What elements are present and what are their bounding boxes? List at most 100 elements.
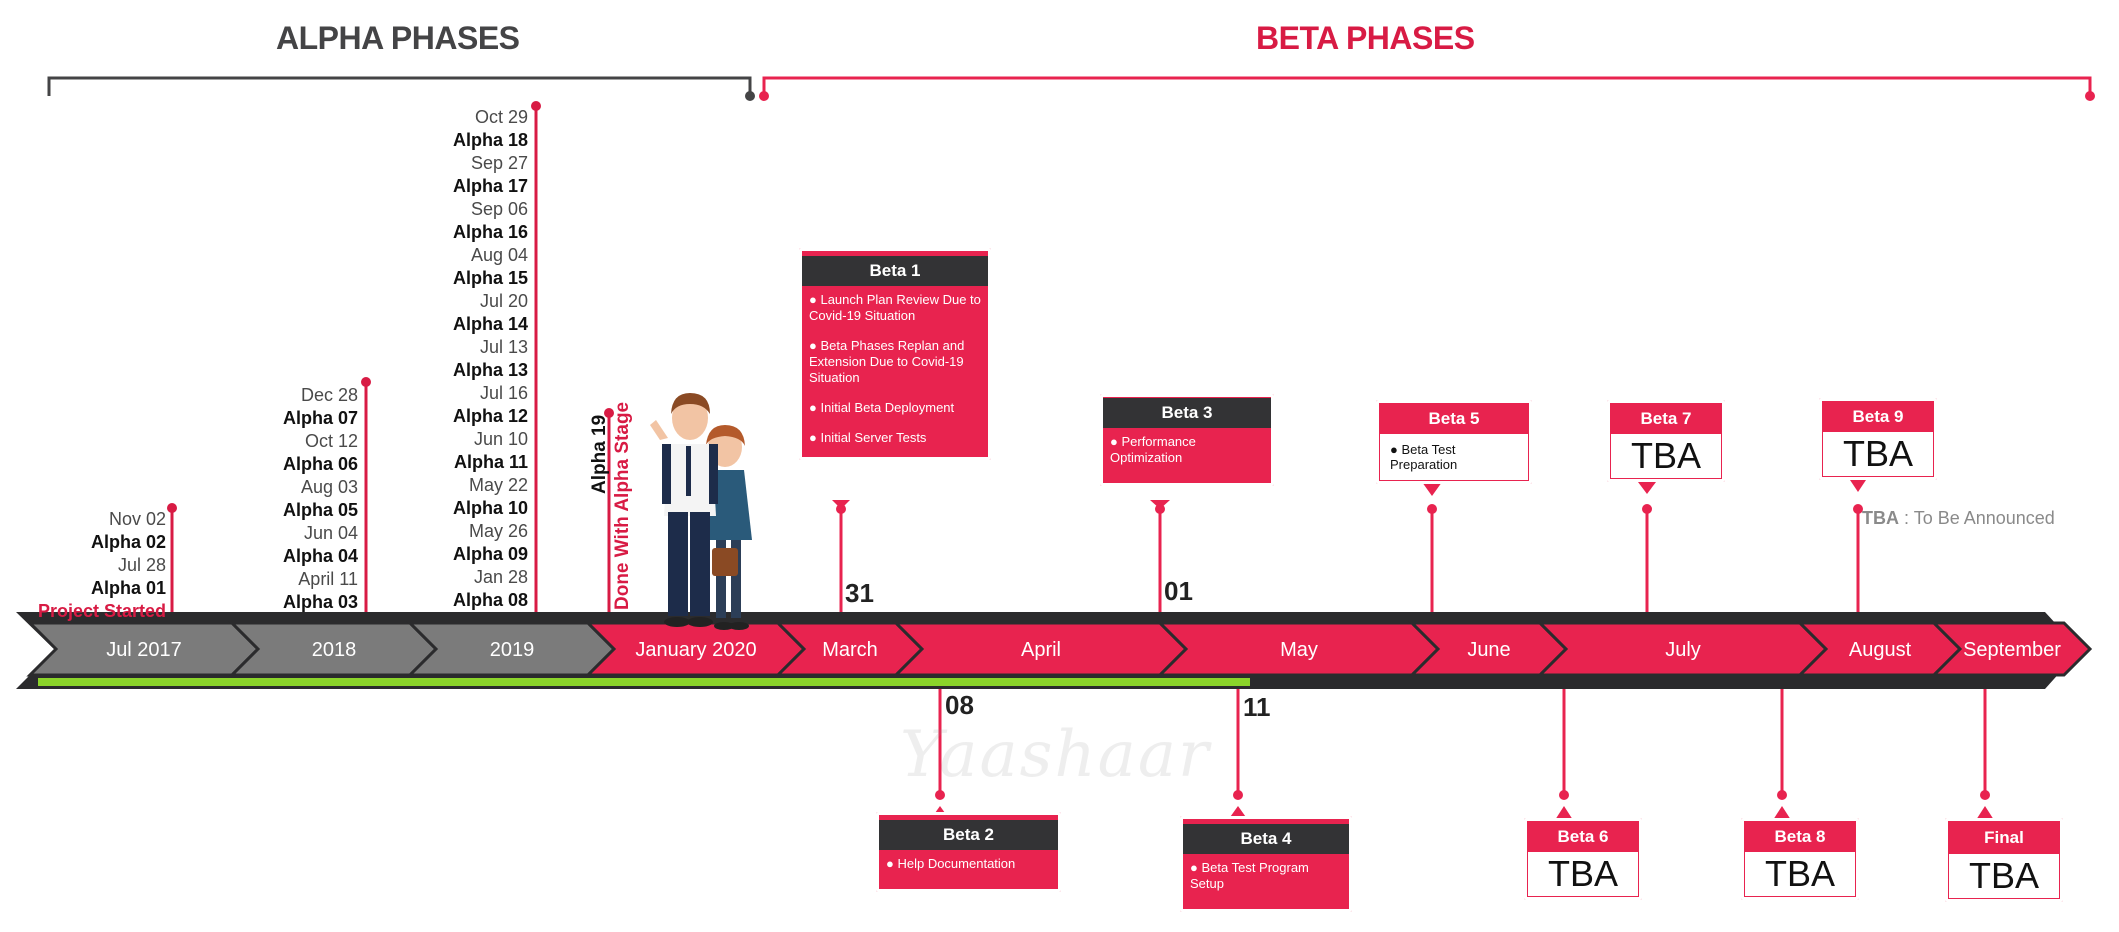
alpha-date: Aug 03 xyxy=(300,477,358,497)
alpha-date: April 11 xyxy=(298,569,358,589)
alpha-label: Alpha 01 xyxy=(90,578,166,598)
alpha-label: Alpha 03 xyxy=(282,592,358,612)
alpha-label: Alpha 10 xyxy=(452,498,528,518)
tba-legend-abbr: TBA xyxy=(1862,508,1899,528)
alpha-date: Dec 28 xyxy=(300,385,358,405)
beta6-card: Beta 6 TBA xyxy=(1524,818,1642,900)
timeline-segment-label: June xyxy=(1467,639,1510,661)
beta9-value: TBA xyxy=(1823,432,1933,476)
beta-bracket xyxy=(762,76,2092,96)
alpha-phases-title: ALPHA PHASES xyxy=(276,20,520,56)
beta-bracket-dot-right xyxy=(2085,91,2095,101)
timeline-segment-label: 2019 xyxy=(490,639,535,661)
project-started-label: Project Started xyxy=(37,601,166,621)
beta2-title: Beta 2 xyxy=(879,820,1058,850)
alpha-date: Jul 13 xyxy=(479,337,528,357)
timeline-segment-label: July xyxy=(1665,639,1701,661)
timeline-segment-label: 2018 xyxy=(312,639,357,661)
alpha-label: Alpha 02 xyxy=(90,532,166,552)
alpha-bracket xyxy=(47,76,752,96)
alpha-date: Oct 12 xyxy=(304,431,358,451)
alpha-label: Alpha 13 xyxy=(452,360,528,380)
alpha-date: May 26 xyxy=(468,521,528,541)
alpha-label: Alpha 11 xyxy=(453,452,528,472)
beta5-body: ● Beta Test Preparation xyxy=(1380,434,1528,480)
alpha-date: Oct 29 xyxy=(474,107,528,127)
beta1-item: ● Initial Server Tests xyxy=(809,430,927,445)
beta4-card: Beta 4 ● Beta Test Program Setup xyxy=(1180,816,1352,912)
tba-legend: TBA : To Be Announced xyxy=(1862,508,2055,529)
beta3-card: Beta 3 ● Performance Optimization xyxy=(1100,394,1274,486)
progress-bar xyxy=(38,678,1250,686)
tba-legend-text: : To Be Announced xyxy=(1904,508,2055,528)
beta-bracket-dot-left xyxy=(759,91,769,101)
timeline-segment-label: Jul 2017 xyxy=(106,639,182,661)
day-number-01: 01 xyxy=(1164,576,1193,606)
alpha-label: Alpha 14 xyxy=(452,314,528,334)
beta7-title: Beta 7 xyxy=(1611,404,1721,434)
beta5-item: Beta Test Preparation xyxy=(1390,442,1458,472)
timeline-segments: Jul 2017 2018 2019 January 2020 March April Ma… xyxy=(26,621,2093,677)
alpha-stem-dot-3 xyxy=(531,101,541,111)
alpha-label: Alpha 05 xyxy=(282,500,358,520)
alpha-label: Alpha 17 xyxy=(452,176,528,196)
alpha-label: Alpha 07 xyxy=(282,408,358,428)
alpha-group-2017: Nov 02 Alpha 02 Jul 28 Alpha 01 Project … xyxy=(0,508,166,623)
beta-phases-title: BETA PHASES xyxy=(1256,20,1475,56)
business-people-illustration xyxy=(650,393,752,630)
beta1-title: Beta 1 xyxy=(802,256,988,286)
final-card: Final TBA xyxy=(1945,818,2063,902)
timeline-segment-label: January 2020 xyxy=(635,639,756,661)
beta4-item: ● Beta Test Program Setup xyxy=(1190,860,1309,891)
alpha-date: Jan 28 xyxy=(473,567,528,587)
beta7-card: Beta 7 TBA xyxy=(1607,400,1725,482)
alpha-stem-dot-2 xyxy=(361,377,371,387)
beta2-item: ● Help Documentation xyxy=(886,856,1016,871)
beta8-title: Beta 8 xyxy=(1745,822,1855,852)
beta2-card: Beta 2 ● Help Documentation xyxy=(876,812,1061,892)
beta1-item: ● Beta Phases Replan and Extension Due t… xyxy=(809,338,965,385)
final-value: TBA xyxy=(1949,854,2059,898)
beta5-card: Beta 5 ● Beta Test Preparation xyxy=(1376,400,1532,484)
timeline-segment-label: April xyxy=(1021,639,1061,661)
alpha-label: Alpha 06 xyxy=(282,454,358,474)
alpha-date: Jul 28 xyxy=(117,555,166,575)
timeline-segment-label: September xyxy=(1963,639,2061,661)
beta5-title: Beta 5 xyxy=(1380,404,1528,434)
alpha-stem-dot-1 xyxy=(167,503,177,513)
alpha-label: Alpha 08 xyxy=(452,590,528,610)
beta1-card: Beta 1 ● Launch Plan Review Due to Covid… xyxy=(799,248,991,460)
alpha-label: Alpha 09 xyxy=(452,544,528,564)
beta1-item: ● Initial Beta Deployment xyxy=(809,400,955,415)
timeline-segment-label: March xyxy=(822,639,878,661)
alpha-label: Alpha 04 xyxy=(282,546,358,566)
alpha-label: Alpha 18 xyxy=(452,130,528,150)
beta8-value: TBA xyxy=(1745,852,1855,896)
alpha-date: Jul 16 xyxy=(479,383,528,403)
timeline-segment-label: May xyxy=(1280,639,1318,661)
beta4-title: Beta 4 xyxy=(1183,824,1349,854)
watermark: Yaashaar xyxy=(900,718,1211,792)
beta3-item: ● Performance Optimization xyxy=(1110,434,1196,465)
beta6-value: TBA xyxy=(1528,852,1638,896)
final-title: Final xyxy=(1949,822,2059,854)
alpha19-label: Alpha 19 xyxy=(589,414,610,494)
alpha-label: Alpha 12 xyxy=(452,406,528,426)
alpha-bracket-dot xyxy=(745,91,755,101)
alpha-date: Sep 27 xyxy=(470,153,528,173)
timeline-segment-label: August xyxy=(1849,639,1912,661)
beta6-title: Beta 6 xyxy=(1528,822,1638,852)
alpha-date: Jun 10 xyxy=(473,429,528,449)
alpha-label: Alpha 15 xyxy=(452,268,528,288)
alpha-date: May 22 xyxy=(468,475,528,495)
alpha-date: Jun 04 xyxy=(303,523,358,543)
alpha19-note: Done With Alpha Stage xyxy=(612,401,633,610)
alpha-date: Nov 02 xyxy=(108,509,166,529)
beta9-title: Beta 9 xyxy=(1823,402,1933,432)
beta3-title: Beta 3 xyxy=(1103,398,1271,428)
beta9-card: Beta 9 TBA xyxy=(1819,398,1937,480)
day-number-08: 08 xyxy=(945,690,974,720)
alpha-date: Jul 20 xyxy=(479,291,528,311)
